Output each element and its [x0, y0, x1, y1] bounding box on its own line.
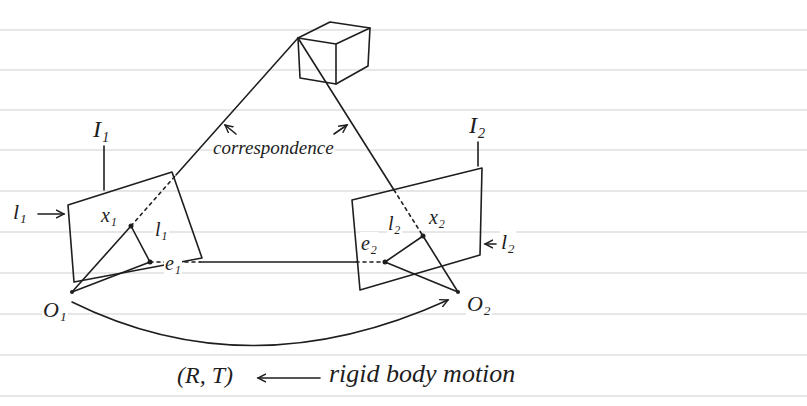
point-name: x₁	[100, 204, 118, 226]
point-name: e₂	[360, 232, 378, 254]
epipolar-line	[72, 226, 150, 292]
image-plane	[68, 172, 202, 282]
point-name: O₁	[42, 298, 68, 322]
ray	[423, 236, 458, 292]
point-name: x₂	[428, 206, 446, 228]
line-name: l₂	[387, 212, 402, 234]
ray	[72, 226, 131, 292]
baseline	[356, 261, 385, 263]
leader-line	[477, 142, 479, 166]
motion-arrow	[72, 300, 448, 346]
points	[70, 224, 460, 295]
note-text: correspondence	[212, 138, 335, 159]
leader-arrow	[38, 213, 64, 215]
leader-arrow	[334, 125, 347, 134]
baseline	[200, 261, 356, 263]
leader-arrow	[485, 243, 496, 245]
line-name: l₂	[500, 230, 516, 254]
note-text: rigid body motion	[328, 360, 516, 389]
line-name: l₁	[12, 200, 28, 224]
epipolar-line	[385, 236, 458, 292]
plane-name: I₁	[92, 116, 110, 142]
pointer-arrow	[258, 377, 320, 379]
image-plane	[352, 168, 482, 290]
leader-arrow	[225, 125, 236, 134]
cube	[298, 22, 370, 84]
point-name: e₁	[164, 252, 182, 274]
line-name: l₁	[154, 218, 169, 240]
plane-name: I₂	[468, 112, 486, 138]
ray	[298, 38, 394, 190]
point-name: O₂	[466, 292, 492, 316]
ruled-lines	[0, 30, 807, 396]
leader-line	[103, 146, 105, 190]
motion-name: (R, T)	[176, 362, 234, 388]
